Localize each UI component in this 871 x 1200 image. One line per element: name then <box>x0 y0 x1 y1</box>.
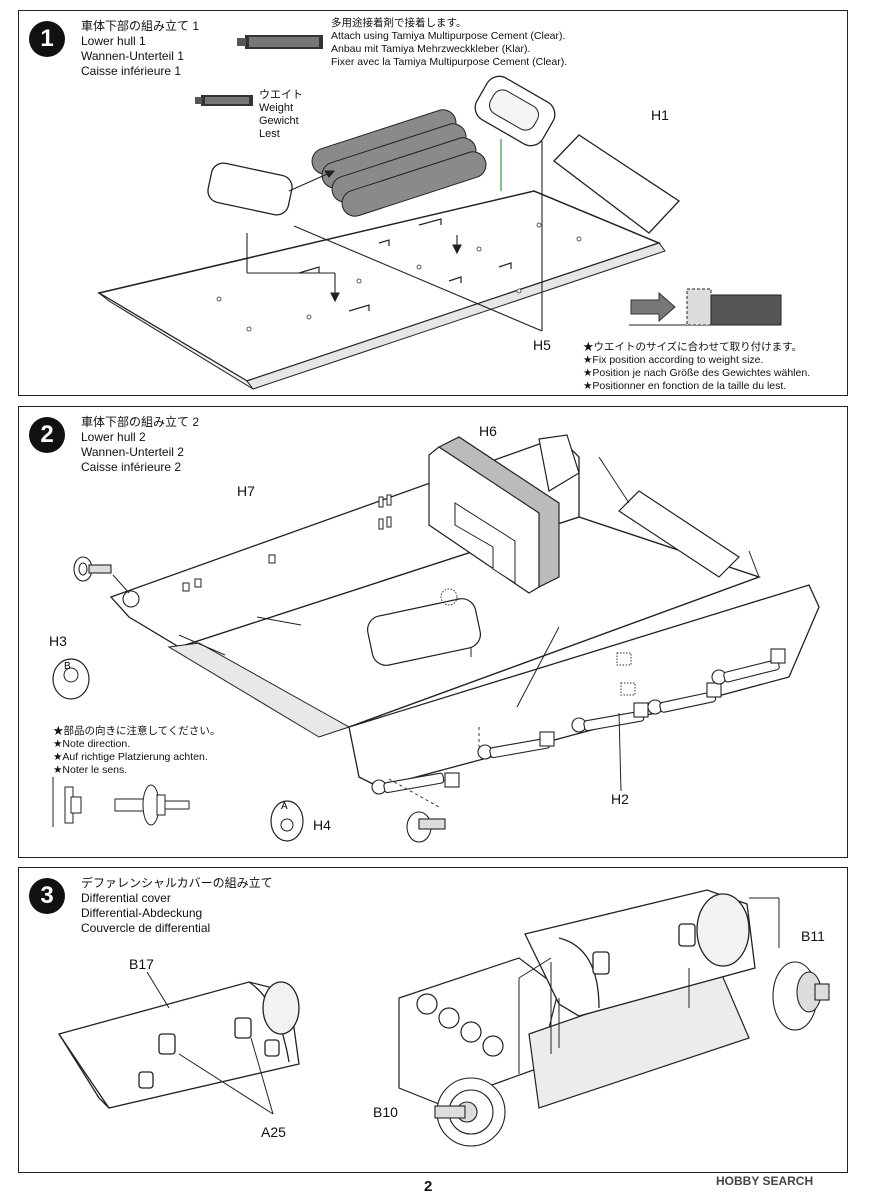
step-1-drawing <box>97 35 782 390</box>
step-number: 2 <box>29 417 65 453</box>
differential-cover-upper <box>524 889 756 1017</box>
cement-instructions: 多用途接着剤で接着します。 Attach using Tamiya Multip… <box>331 17 567 69</box>
weight-de: Gewicht <box>259 115 299 127</box>
part-label-h3: H3 <box>49 633 67 649</box>
cement-de: Anbau mit Tamiya Mehrzweckkleber (Klar). <box>331 43 531 55</box>
title-jp: 車体下部の組み立て 2 <box>81 415 200 429</box>
weight-label: ウエイト Weight Gewicht Lest <box>259 89 303 141</box>
weight-block <box>207 162 293 216</box>
part-h5-ring <box>474 75 556 147</box>
part-h2-side <box>348 584 820 788</box>
title-en: Differential cover <box>81 891 171 905</box>
part-label-h7: H7 <box>237 483 255 499</box>
part-h4-sprocket <box>406 811 446 843</box>
step-3-drawing <box>57 889 830 1147</box>
title-de: Wannen-Unterteil 1 <box>81 49 184 63</box>
title-fr: Caisse inférieure 2 <box>81 460 182 474</box>
part-label-a25: A25 <box>261 1124 286 1140</box>
title-jp: 車体下部の組み立て 1 <box>81 19 200 33</box>
svg-text:A: A <box>281 801 288 812</box>
title-jp: デファレンシャルカバーの組み立て <box>81 876 273 890</box>
part-b10-sprocket <box>434 1077 506 1147</box>
step-2-panel: 2 車体下部の組み立て 2 Lower hull 2 Wannen-Untert… <box>18 406 848 858</box>
note-de: ★Position je nach Größe des Gewichtes wä… <box>583 367 811 379</box>
title-de: Wannen-Unterteil 2 <box>81 445 184 459</box>
step-title: 車体下部の組み立て 2 Lower hull 2 Wannen-Untertei… <box>81 415 199 475</box>
part-h3-mount <box>73 556 140 608</box>
part-label-h1: H1 <box>651 107 669 123</box>
svg-text:B: B <box>64 661 71 672</box>
title-fr: Couvercle de differential <box>81 921 211 935</box>
cement-en: Attach using Tamiya Multipurpose Cement … <box>331 30 566 42</box>
step-1-panel: 1 車体下部の組み立て 1 Lower hull 1 Wannen-Untert… <box>18 10 848 396</box>
suspension-arms <box>371 648 786 795</box>
watermark: HOBBY SEARCH <box>716 1174 814 1188</box>
note-en: ★Note direction. <box>53 738 131 750</box>
direction-detail <box>52 777 190 827</box>
weights-group <box>311 109 487 217</box>
note-jp: ★部品の向きに注意してください。 <box>53 725 221 737</box>
title-fr: Caisse inférieure 1 <box>81 64 182 78</box>
direction-note: ★部品の向きに注意してください。 ★Note direction. ★Auf r… <box>53 725 220 777</box>
weight-en: Weight <box>259 102 294 114</box>
note-fr: ★Noter le sens. <box>53 764 128 776</box>
page-number: 2 <box>424 1178 433 1195</box>
part-h3-icon: B <box>52 658 90 700</box>
step-number: 1 <box>29 21 65 57</box>
note-jp: ★ウエイトのサイズに合わせて取り付けます。 <box>583 341 803 353</box>
cement-tube-icon <box>237 35 323 49</box>
part-label-h6: H6 <box>479 423 497 439</box>
step-2-drawing: B A <box>52 434 820 843</box>
part-label-h4: H4 <box>313 817 331 833</box>
hull-floor-plate <box>97 190 662 382</box>
title-en: Lower hull 2 <box>81 430 146 444</box>
note-fr: ★Positionner en fonction de la taille du… <box>583 380 787 392</box>
part-h6-bulkhead <box>428 436 560 594</box>
part-h4-icon: A <box>270 800 304 842</box>
part-label-h5: H5 <box>533 337 551 353</box>
part-label-b17: B17 <box>129 956 154 972</box>
step-title: デファレンシャルカバーの組み立て Differential cover Diff… <box>81 876 273 936</box>
step-title: 車体下部の組み立て 1 Lower hull 1 Wannen-Untertei… <box>81 19 199 79</box>
part-label-b10: B10 <box>373 1104 398 1120</box>
weight-size-note: ★ウエイトのサイズに合わせて取り付けます。 ★Fix position acco… <box>583 341 810 393</box>
weight-position-detail <box>629 288 782 326</box>
part-h1-panel <box>553 134 681 234</box>
step-3-panel: 3 デファレンシャルカバーの組み立て Differential cover Di… <box>18 867 848 1173</box>
note-en: ★Fix position according to weight size. <box>583 354 764 366</box>
title-de: Differential-Abdeckung <box>81 906 203 920</box>
note-de: ★Auf richtige Platzierung achten. <box>53 751 208 763</box>
part-b17-cover <box>57 981 300 1109</box>
title-en: Lower hull 1 <box>81 34 146 48</box>
cement-fr: Fixer avec la Tamiya Multipurpose Cement… <box>331 56 568 68</box>
part-label-b11: B11 <box>801 928 825 944</box>
step-number: 3 <box>29 878 65 914</box>
cement-jp: 多用途接着剤で接着します。 <box>331 17 467 29</box>
weight-cement-icon <box>195 95 253 106</box>
part-b11-drive <box>772 961 830 1031</box>
weight-fr: Lest <box>259 128 280 140</box>
weight-jp: ウエイト <box>259 89 303 101</box>
part-label-h2: H2 <box>611 791 629 807</box>
